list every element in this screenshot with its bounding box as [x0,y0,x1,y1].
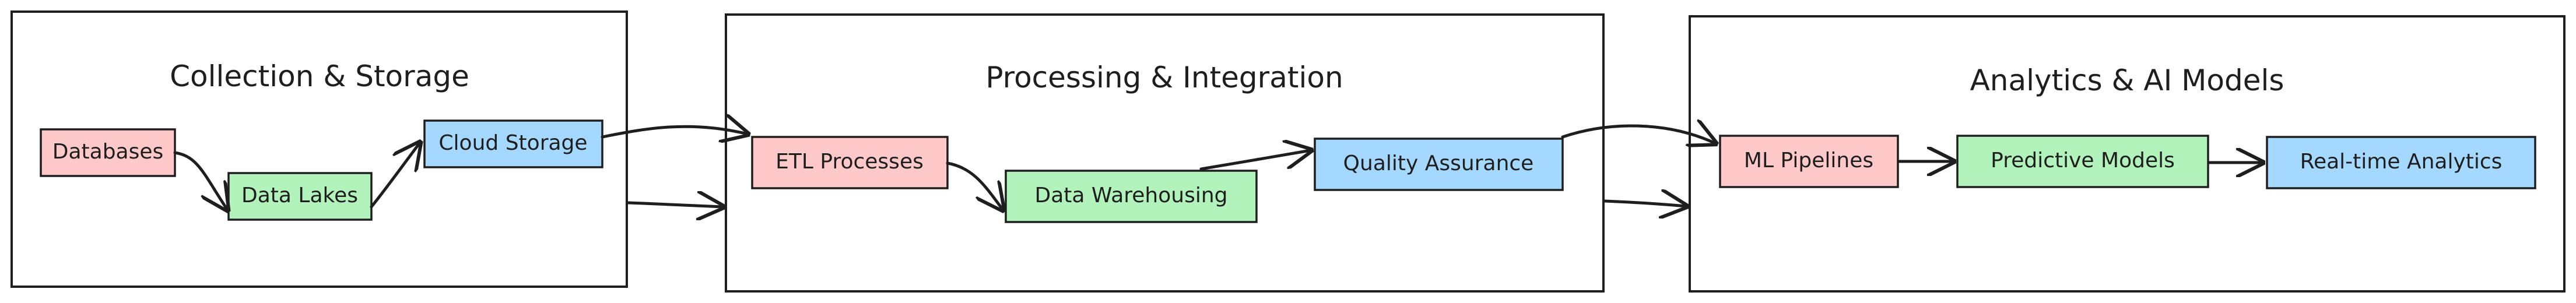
node-label-realtime: Real-time Analytics [2300,150,2503,174]
node-quality-assurance: Quality Assurance [1314,138,1564,191]
node-label-etl: ETL Processes [775,150,924,174]
node-cloud-storage: Cloud Storage [423,119,603,168]
node-etl-processes: ETL Processes [751,136,949,189]
arrow-lakes-to-cloud [370,143,420,209]
node-label-warehousing: Data Warehousing [1035,184,1228,207]
node-label-quality: Quality Assurance [1343,152,1534,175]
stage-title-collection: Collection & Storage [170,59,469,93]
arrow-databases-to-lakes [173,151,227,210]
node-label-cloud-storage: Cloud Storage [438,131,587,155]
node-label-predictive: Predictive Models [1991,149,2175,172]
node-databases: Databases [40,128,176,177]
arrow-warehousing-to-quality [1199,150,1311,171]
node-data-warehousing: Data Warehousing [1005,170,1258,223]
node-label-databases: Databases [52,140,164,164]
arrow-quality-to-ml [1561,126,1715,143]
arrow-cloud-to-etl [601,126,747,137]
stage-title-processing: Processing & Integration [985,61,1343,94]
arrow-etl-to-warehousing [946,161,1003,210]
arrow-stage2-to-stage3 [1603,201,1686,206]
node-predictive-models: Predictive Models [1956,135,2209,188]
node-ml-pipelines: ML Pipelines [1719,135,1899,188]
stage-title-analytics: Analytics & AI Models [1970,64,2284,97]
arrow-stage1-to-stage2 [627,203,723,207]
node-data-lakes: Data Lakes [227,172,373,221]
node-label-ml: ML Pipelines [1744,149,1873,172]
node-label-data-lakes: Data Lakes [241,184,358,207]
node-realtime-analytics: Real-time Analytics [2266,136,2536,189]
